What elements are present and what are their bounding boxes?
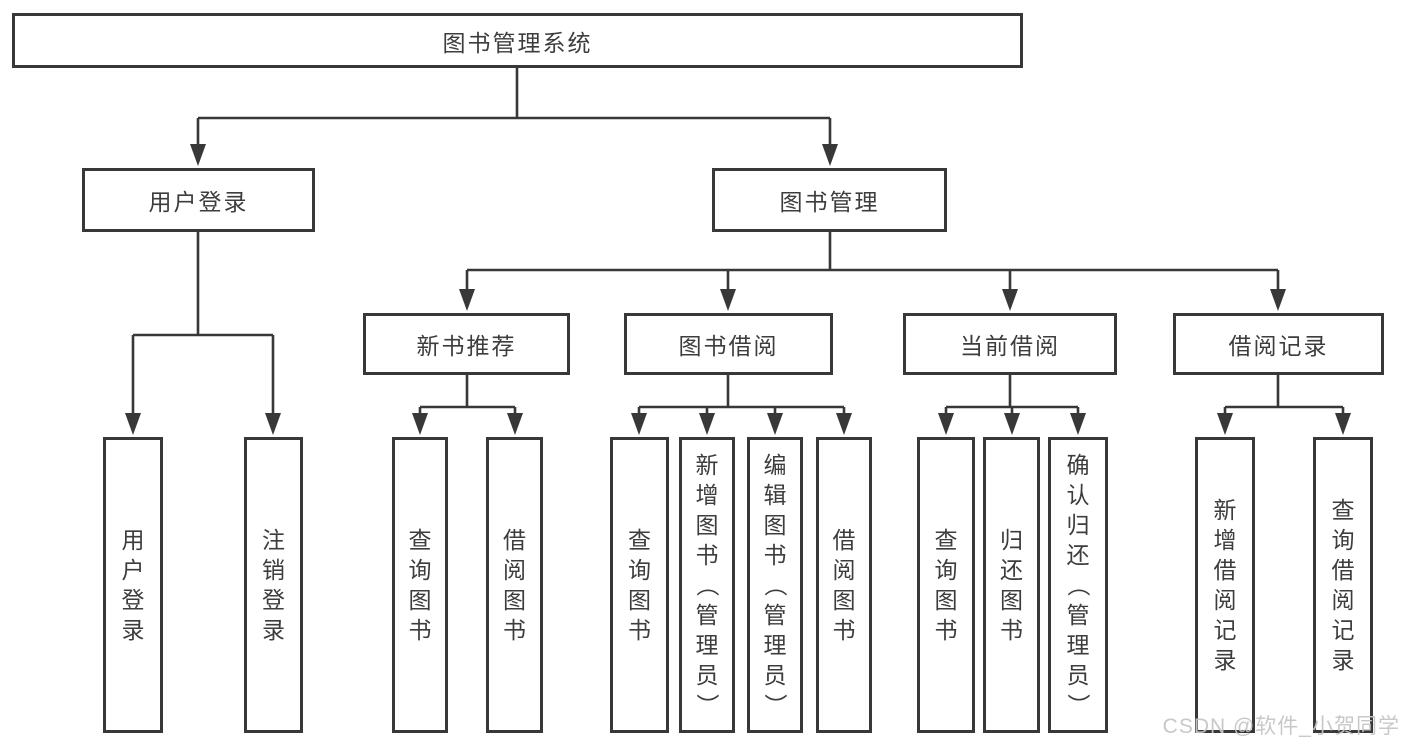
leaf-edit-books-admin: 编辑图书（管理员）: [747, 437, 803, 733]
node-user-login-branch: 用户登录: [82, 168, 315, 232]
node-new-book-recommend-label: 新书推荐: [416, 333, 517, 359]
node-new-book-recommend: 新书推荐: [363, 313, 570, 375]
leaf-user-login-label: 用户登录: [121, 527, 145, 643]
node-borrowing-records-label: 借阅记录: [1228, 333, 1329, 359]
leaf-borrowing-borrow-books-label: 借阅图书: [832, 527, 856, 643]
leaf-return-books-label: 归还图书: [1000, 527, 1023, 643]
leaf-current-query-books: 查询图书: [917, 437, 975, 733]
leaf-current-query-books-label: 查询图书: [934, 527, 958, 643]
node-book-management-branch: 图书管理: [712, 168, 947, 232]
leaf-borrowing-query-books-label: 查询图书: [628, 527, 651, 643]
node-user-login-branch-label: 用户登录: [148, 189, 249, 215]
leaf-logout-label: 注销登录: [262, 527, 285, 643]
node-current-borrowing-label: 当前借阅: [960, 333, 1060, 359]
leaf-add-borrow-record-label: 新增借阅记录: [1213, 497, 1237, 673]
leaf-recommend-borrow-books: 借阅图书: [486, 437, 543, 733]
leaf-return-books: 归还图书: [983, 437, 1040, 733]
node-current-borrowing: 当前借阅: [903, 313, 1117, 375]
leaf-user-login: 用户登录: [103, 437, 163, 733]
leaf-query-borrow-record-label: 查询借阅记录: [1331, 497, 1355, 673]
leaf-recommend-query-books: 查询图书: [392, 437, 448, 733]
leaf-borrowing-query-books: 查询图书: [610, 437, 669, 733]
node-book-management-branch-label: 图书管理: [779, 189, 880, 215]
csdn-watermark: CSDN @软件_小贺同学: [1162, 715, 1400, 738]
leaf-confirm-return-admin: 确认归还（管理员）: [1048, 437, 1108, 733]
leaf-logout: 注销登录: [244, 437, 303, 733]
leaf-query-borrow-record: 查询借阅记录: [1313, 437, 1373, 733]
node-book-borrowing: 图书借阅: [624, 313, 833, 375]
node-root: 图书管理系统: [12, 13, 1023, 68]
node-book-borrowing-label: 图书借阅: [678, 333, 779, 359]
node-borrowing-records: 借阅记录: [1173, 313, 1384, 375]
leaf-add-books-admin: 新增图书（管理员）: [679, 437, 735, 733]
leaf-add-borrow-record: 新增借阅记录: [1195, 437, 1255, 733]
leaf-confirm-return-admin-label: 确认归还（管理员）: [1065, 452, 1091, 717]
leaf-add-books-admin-label: 新增图书（管理员）: [694, 452, 720, 717]
leaf-edit-books-admin-label: 编辑图书（管理员）: [762, 452, 788, 717]
leaf-recommend-query-books-label: 查询图书: [408, 527, 432, 643]
leaf-borrowing-borrow-books: 借阅图书: [816, 437, 872, 733]
node-root-label: 图书管理系统: [442, 29, 593, 56]
leaf-recommend-borrow-books-label: 借阅图书: [503, 527, 526, 643]
